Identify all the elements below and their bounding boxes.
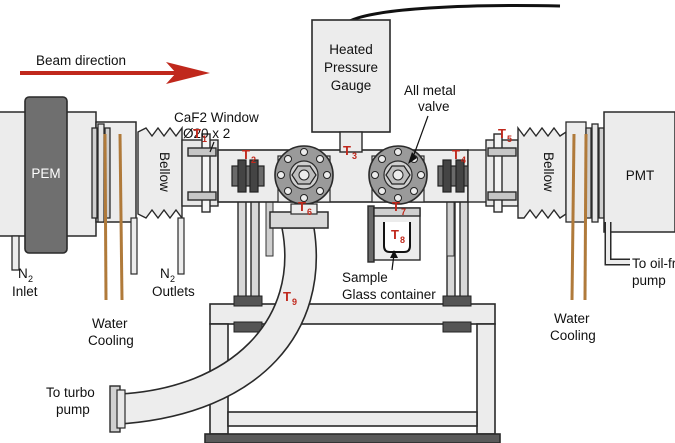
- n2-inlet-word: Inlet: [12, 284, 38, 299]
- turbo-label-line2: pump: [56, 402, 90, 417]
- pmt-tube: [603, 111, 675, 233]
- left-tube: [0, 111, 137, 237]
- sensor-t7-index: 7: [401, 207, 406, 217]
- frame-base: [204, 433, 501, 443]
- left-water-pipes: [103, 133, 124, 301]
- sample-pointer-head: [390, 250, 398, 258]
- sensor-t7-letter: T: [392, 199, 400, 214]
- sensor-t7: T 7: [392, 199, 406, 217]
- post-right-b: [459, 185, 469, 305]
- pem-body: [24, 96, 68, 254]
- nut-left-upper: [233, 295, 263, 307]
- left-cross-flange: [274, 145, 334, 215]
- water-cooling-left-line1: Water: [92, 316, 128, 331]
- n2-outlets-word: Outlets: [152, 284, 195, 299]
- sensor-t1-index: 1: [202, 134, 207, 144]
- sensor-t8-index: 8: [400, 235, 405, 245]
- sensor-t3: T 3: [343, 143, 357, 161]
- sensor-t5-index: 5: [507, 134, 512, 144]
- nut-left-lower: [233, 321, 263, 333]
- sensor-t1: T 1: [193, 126, 207, 144]
- pem-label: PEM: [31, 166, 60, 181]
- valve-label-line1: All metal: [404, 83, 456, 98]
- valve-label-line2: valve: [418, 99, 450, 114]
- sensor-t9-letter: T: [283, 289, 291, 304]
- left-flange-stack: [91, 123, 111, 223]
- valve-pointer-head: [408, 152, 417, 164]
- sensor-t4: T 4: [452, 147, 466, 165]
- post-left-b: [250, 185, 260, 305]
- window-housing-left: [181, 133, 219, 213]
- oil-free-label-line1: To oil-free: [632, 256, 675, 271]
- gauge-label-line3: Gauge: [331, 78, 372, 93]
- pmt-label: PMT: [626, 168, 655, 183]
- sensor-t8-letter: T: [391, 227, 399, 242]
- right-cross-flange: [368, 145, 428, 205]
- sensor-t8: T 8: [391, 227, 405, 245]
- window-label-line2: Ø20 x 2: [183, 126, 230, 141]
- n2-outlet-tubes: [130, 217, 185, 275]
- sensor-t3-index: 3: [352, 151, 357, 161]
- water-cooling-left-line2: Cooling: [88, 333, 134, 348]
- window-housing-right: [467, 133, 519, 213]
- n2-inlet-tube: [11, 235, 20, 271]
- sensor-t6-index: 6: [307, 207, 312, 217]
- frame-right-leg: [476, 323, 496, 435]
- beam-direction-label: Beam direction: [36, 53, 126, 68]
- sample-label-line2: Glass container: [342, 287, 436, 302]
- sensor-t3-letter: T: [343, 143, 351, 158]
- sensor-t5: T 5: [498, 126, 512, 144]
- sensor-t4-letter: T: [452, 147, 460, 162]
- n2-outlets-n: N: [160, 266, 170, 281]
- sensor-t6: T 6: [298, 199, 312, 217]
- frame-bottom-rail: [227, 411, 478, 427]
- oil-free-label-line2: pump: [632, 273, 666, 288]
- valve-pointer: [411, 115, 429, 161]
- beam-direction-arrow: [20, 62, 210, 84]
- post-left-a: [237, 185, 247, 305]
- gauge-label-line2: Pressure: [324, 60, 378, 75]
- gauge-label-line1: Heated: [329, 42, 373, 57]
- sensor-t2: T 2: [242, 147, 256, 165]
- gauge-cable: [347, 4, 561, 24]
- nut-right-upper: [442, 295, 472, 307]
- water-cooling-right-line2: Cooling: [550, 328, 596, 343]
- post-nuts: [233, 295, 472, 333]
- pressure-gauge-body: [311, 19, 391, 133]
- right-flange-stack: [565, 121, 605, 223]
- right-water-pipes: [570, 133, 588, 301]
- sensor-t9: T 9: [283, 289, 297, 307]
- bellow-right-label: Bellow: [541, 152, 556, 192]
- window-pointer: [209, 141, 215, 153]
- pipe-clamps: [231, 159, 471, 193]
- window-label-line1: CaF2 Window: [174, 110, 259, 125]
- bellow-left-label: Bellow: [157, 152, 172, 192]
- n2-outlets-sub: 2: [170, 274, 175, 284]
- n2-inlet-sub: 2: [28, 274, 33, 284]
- gauge-stem: [339, 131, 363, 153]
- nut-right-lower: [442, 321, 472, 333]
- n2-inlet-n: N: [18, 266, 28, 281]
- sample-container: [367, 205, 421, 263]
- sensor-t1-letter: T: [193, 126, 201, 141]
- sample-label-line1: Sample: [342, 270, 388, 285]
- sensor-t5-letter: T: [498, 126, 506, 141]
- sensor-t9-index: 9: [292, 297, 297, 307]
- sensor-t4-index: 4: [461, 155, 466, 165]
- sensor-t2-letter: T: [242, 147, 250, 162]
- water-cooling-right-line1: Water: [554, 311, 590, 326]
- turbo-label-line1: To turbo: [46, 385, 95, 400]
- frame-top-rail: [209, 303, 496, 325]
- sensor-t6-letter: T: [298, 199, 306, 214]
- sensor-t2-index: 2: [251, 155, 256, 165]
- turbo-flange-inner: [116, 389, 126, 429]
